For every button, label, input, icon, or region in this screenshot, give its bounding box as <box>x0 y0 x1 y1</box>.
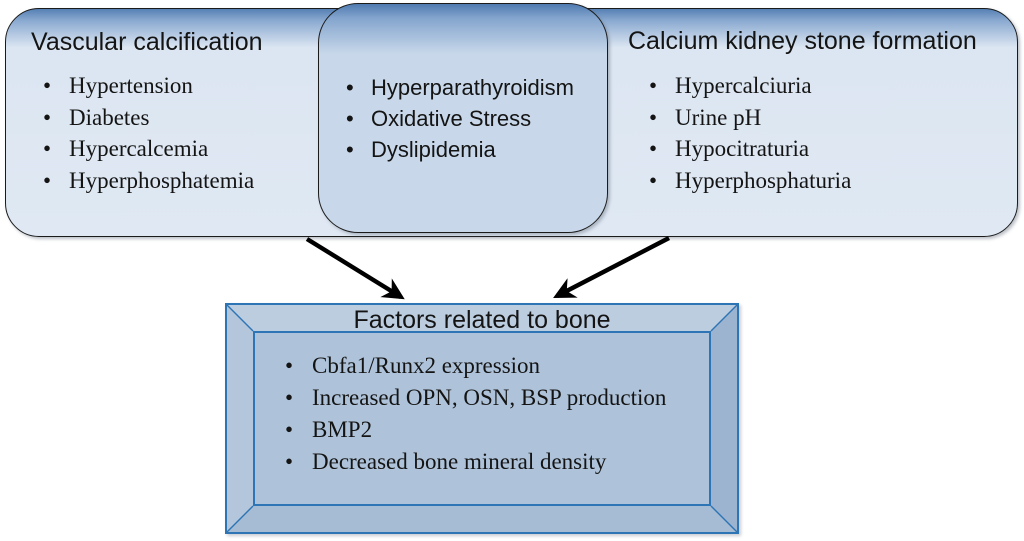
bullet-icon: • <box>649 167 658 193</box>
list-item: • BMP2 <box>285 414 666 446</box>
vascular-calcification-title: Vascular calcification <box>31 28 263 56</box>
bullet-icon: • <box>346 106 354 131</box>
list-item: • Hypercalcemia <box>43 133 254 165</box>
list-item: • Hyperphosphaturia <box>649 165 851 197</box>
left-arrow-icon <box>305 237 405 300</box>
bone-factors-list: • Cbfa1/Runx2 expression • Increased OPN, O… <box>285 350 666 478</box>
list-item-text: Dyslipidemia <box>371 137 496 162</box>
bullet-icon: • <box>285 417 294 442</box>
list-item-text: Hypocitraturia <box>675 136 810 161</box>
kidney-stone-list: •Hypercalciuria•Urine pH•Hypocitraturia•… <box>649 70 851 196</box>
list-item: • Decreased bone mineral density <box>285 446 666 478</box>
shared-factors-list: • Hyperparathyroidism • Oxidative Stress • Dy… <box>346 72 574 165</box>
list-item-text: Decreased bone mineral density <box>312 449 607 474</box>
bone-factors-box: Factors related to bone • Cbfa1/Runx2 exp… <box>225 303 739 534</box>
right-arrow-icon <box>553 236 671 299</box>
list-item-text: Hyperphosphatemia <box>69 167 255 193</box>
bullet-icon: • <box>43 73 52 98</box>
list-item: • Hyperparathyroidism <box>346 72 574 103</box>
list-item-text: Oxidative Stress <box>371 106 532 131</box>
bullet-icon: • <box>346 75 354 100</box>
list-item: • Hypocitraturia <box>649 133 851 165</box>
bone-factors-panel: • Cbfa1/Runx2 expression • Increased OPN, O… <box>253 331 711 506</box>
list-item-text: Hypercalciuria <box>675 73 812 98</box>
list-item-text: Urine pH <box>675 104 762 130</box>
bevel-corner-lines <box>227 305 737 532</box>
bullet-icon: • <box>43 167 52 193</box>
list-item: • Dyslipidemia <box>346 134 574 165</box>
bullet-icon: • <box>346 137 354 162</box>
list-item-text: Cbfa1/Runx2 expression <box>312 353 541 378</box>
list-item: • Increased OPN, OSN, BSP production <box>285 382 666 414</box>
bullet-icon: • <box>285 353 294 378</box>
list-item: • Cbfa1/Runx2 expression <box>285 350 666 382</box>
list-item-text: Hyperparathyroidism <box>371 75 574 100</box>
list-item: • Hypertension <box>43 70 254 102</box>
bullet-icon: • <box>285 449 294 474</box>
bullet-icon: • <box>43 136 52 161</box>
list-item-text: Increased OPN, OSN, BSP production <box>312 385 667 410</box>
list-item: • Hyperphosphatemia <box>43 165 254 197</box>
list-item: • Hypercalciuria <box>649 70 851 102</box>
list-item-text: Hyperphosphaturia <box>675 167 852 193</box>
shared-factors-box: • Hyperparathyroidism • Oxidative Stress • Dy… <box>318 3 608 233</box>
list-item: • Diabetes <box>43 102 254 134</box>
list-item-text: Diabetes <box>69 104 150 130</box>
list-item: • Oxidative Stress <box>346 103 574 134</box>
bullet-icon: • <box>285 385 294 410</box>
bone-factors-title: Factors related to bone <box>353 306 611 334</box>
list-item: • Urine pH <box>649 102 851 134</box>
list-item-text: BMP2 <box>312 417 373 442</box>
bullet-icon: • <box>649 104 658 130</box>
kidney-stone-title: Calcium kidney stone formation <box>628 27 977 55</box>
bullet-icon: • <box>649 136 658 161</box>
bullet-icon: • <box>43 104 52 130</box>
list-item-text: Hypercalcemia <box>69 136 209 161</box>
list-item-text: Hypertension <box>69 73 193 98</box>
bullet-icon: • <box>649 73 658 98</box>
vascular-calcification-list: • Hypertension • Diabetes • Hypercalcemia • Hyp… <box>43 70 254 196</box>
